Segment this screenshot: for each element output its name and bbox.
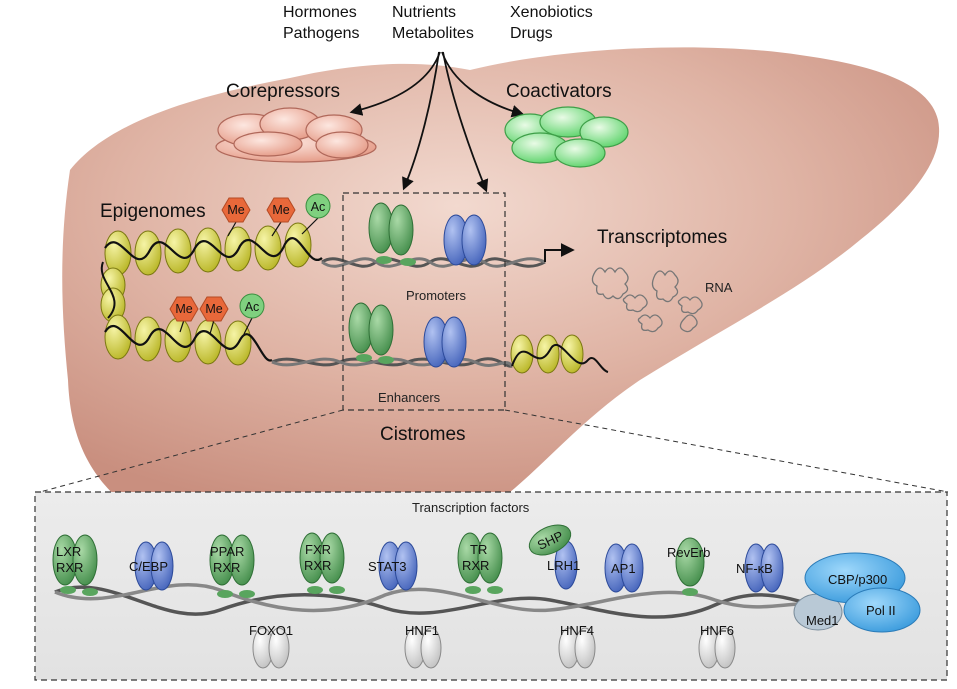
acetyl-mark-label: Ac [245, 300, 260, 314]
tf-label-fxr: FXR [305, 542, 331, 557]
tf-label-foxo1: FOXO1 [249, 623, 293, 638]
tf-label-ppar: PPAR [210, 544, 244, 559]
tf-label-hnf1: HNF1 [405, 623, 439, 638]
methyl-mark-label: Me [227, 203, 244, 217]
signal-nutrients: Nutrients [392, 4, 456, 21]
methyl-mark-label: Me [205, 302, 222, 316]
methyl-mark [221, 197, 251, 223]
tf-label-tr: TR [470, 542, 487, 557]
tf-label-nfkb: NF-κB [736, 561, 773, 576]
panel-dna [54, 583, 816, 619]
tf-label-rxr: RXR [304, 558, 331, 573]
signal-xenobiotics: Xenobiotics [510, 4, 593, 21]
corepressor-complex [215, 107, 377, 163]
methyl-mark [266, 197, 296, 223]
tf-label-lrh1: LRH1 [547, 558, 580, 573]
methyl-mark [199, 296, 229, 322]
panel-green-factors [52, 532, 705, 587]
tf-label-hnf4: HNF4 [560, 623, 594, 638]
signal-drugs: Drugs [510, 25, 553, 42]
promoter-factors [368, 202, 487, 266]
methyl-mark [169, 296, 199, 322]
tf-label-rxr: RXR [462, 558, 489, 573]
cofactor-label-med1: Med1 [806, 613, 839, 628]
panel-white-factors [252, 627, 736, 669]
liver-shape [62, 47, 940, 501]
signal-arrows [349, 51, 525, 193]
corepressors-label: Corepressors [226, 81, 340, 102]
histone-marks-lower: Me Me Ac [169, 293, 265, 335]
cistrome-box [342, 192, 506, 411]
epigenomes-label: Epigenomes [100, 201, 206, 222]
signal-metabolites: Metabolites [392, 25, 474, 42]
dna-upper [321, 243, 575, 268]
zoom-lines [39, 409, 949, 493]
coactivator-complex [504, 106, 629, 168]
panel-green-feet [60, 586, 698, 598]
cofactor-complex [793, 552, 921, 633]
transcriptomes-label: Transcriptomes [597, 227, 727, 248]
histone-marks-upper: Me Me Ac [221, 193, 331, 237]
rna-squiggles [591, 267, 703, 333]
cistromes-label: Cistromes [380, 424, 466, 445]
methyl-mark-label: Me [175, 302, 192, 316]
dna-lower [271, 334, 609, 374]
tf-label-rxr: RXR [213, 560, 240, 575]
tf-panel-title: Transcription factors [412, 500, 530, 515]
methyl-mark-label: Me [272, 203, 289, 217]
panel-blue-factors [134, 540, 784, 593]
acetyl-mark-label: Ac [311, 200, 326, 214]
cofactor-label-cbp: CBP/p300 [828, 572, 887, 587]
signal-hormones: Hormones [283, 4, 357, 21]
shp-factor: SHP [528, 524, 572, 556]
signal-pathogens: Pathogens [283, 25, 360, 42]
enhancer-factors [348, 302, 467, 368]
tf-label-stat3: STAT3 [368, 559, 407, 574]
acetyl-mark [305, 193, 331, 219]
enhancers-label: Enhancers [378, 390, 441, 405]
rna-label: RNA [705, 280, 733, 295]
tf-label-cebp: C/EBP [129, 559, 168, 574]
chromatin-upper [100, 222, 323, 323]
tf-label-rxr: RXR [56, 560, 83, 575]
tf-label-hnf6: HNF6 [700, 623, 734, 638]
tf-label-ap1: AP1 [611, 561, 636, 576]
cofactor-label-pol2: Pol II [866, 603, 896, 618]
coactivators-label: Coactivators [506, 81, 612, 102]
promoters-label: Promoters [406, 288, 466, 303]
tf-label-lxr: LXR [56, 544, 81, 559]
acetyl-mark [239, 293, 265, 319]
tf-label-reverb: RevErb [667, 545, 710, 560]
